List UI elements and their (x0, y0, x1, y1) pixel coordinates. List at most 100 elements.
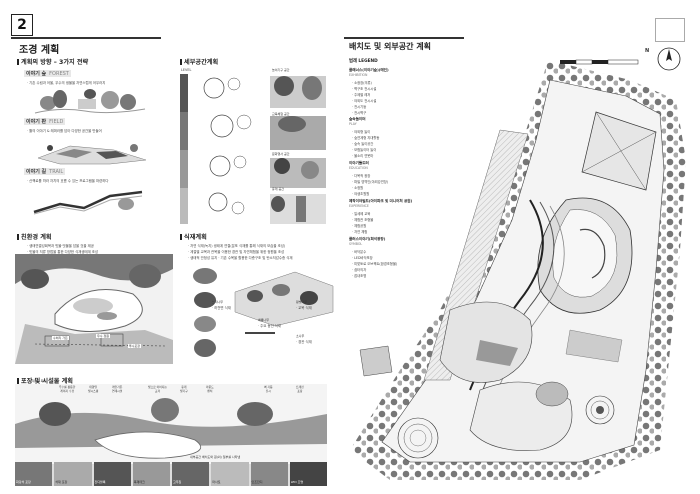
paving-swatch-2: 석재 포장 (54, 462, 92, 486)
paving-swatch-1: 화강석 포장 (15, 462, 53, 486)
north-arrow-icon (657, 47, 681, 71)
species-name-3: 왕벚나무 (296, 300, 308, 304)
legend-item-3-4: · 야생초원원 (352, 192, 370, 196)
scale-bar (560, 59, 639, 65)
paving-caption: 내부공간 배치도와 원(외) 일부를 나타냄 (190, 455, 241, 459)
legend-item-5-1: · 바닥분수 (352, 250, 367, 254)
paving-swatch-5: 고무칩 (172, 462, 210, 486)
species-name-4: 소나무 (296, 334, 305, 338)
legend-group-4: 제작이야밀드(아이파크 및 미니어처 공원) (349, 199, 413, 203)
eco-label-1: 수처리 가든 (52, 336, 69, 340)
paving-swatch-6: 마사토 (211, 462, 249, 486)
legend-item-1-5: · 전시기둥 (352, 105, 367, 109)
planting-illustration (193, 268, 334, 357)
level-bar (180, 74, 188, 224)
paving-illustration (15, 384, 327, 486)
eco-line-2: · 빗물의 저류 방법을 통한 다양한 식재생태계 조성 (27, 250, 99, 254)
legend-item-5-3: · 미맞토로 오브젝트(환경조형물) (352, 262, 398, 266)
detail-heading: 세부공간계획 (180, 57, 218, 66)
strategy-heading: 계획의 방향 – 3가지 전략 (17, 57, 88, 66)
field-illustration (37, 144, 147, 165)
legend-group-2-sub: PLAY (349, 122, 357, 126)
species-name-1: 느티나무 (212, 300, 224, 304)
space-label-3: 문화행사 공간 (272, 152, 290, 156)
space-label-4: 휴게 공간 (272, 187, 284, 191)
legend-item-3-2: · 파빌 영역인(야외강연장) (352, 180, 389, 184)
eco-heading: 친환경 계획 (17, 232, 52, 241)
site-plan (350, 60, 686, 480)
site-plan-title: 배치도 및 외부공간 계획 (349, 42, 431, 51)
strategy-forest-desc: · 기존 수림과 어울, 우수의 생물을 자연스럽게 어우러지 (27, 81, 106, 85)
eco-label-2: 우수 정원 (96, 334, 110, 338)
paving-swatch-row: 화강석 포장 석재 포장 잔디블록 목재데크 고무칩 마사토 인조잔디 LED … (15, 462, 327, 486)
planting-line-1: · 자연 식재(녹지) 생태계 연결(분포 식재를 통해 식재의 모습을 조성) (188, 244, 286, 248)
legend-group-5-sub: SYMBOL (349, 242, 363, 246)
eco-label-3: 투수포장 (128, 344, 142, 348)
legend-item-2-4: · 모험놀이터 놀이 (352, 148, 377, 152)
title-rule (11, 37, 161, 39)
legend-item-1-6: · 전시벽구 (352, 111, 367, 115)
eco-illustration (15, 254, 173, 364)
legend-group-2: 숲속놀이터 (349, 117, 366, 121)
legend-item-1-1: · 소광장(의류) (352, 81, 372, 85)
paving-swatch-4: 목재데크 (132, 462, 170, 486)
legend-item-2-5: · 물소리 연못마 (352, 154, 374, 158)
paving-heading: 포장 및 시설물 계획 (17, 376, 73, 385)
strategy-field-desc: · 틀의 이야기 & 레퍼러를 담아 다양한 공간을 만들어 (27, 129, 102, 133)
legend-group-1: 플래너스(이야기숲)(메인) (349, 68, 389, 72)
page-title: 조경 계획 (19, 45, 60, 56)
legend-item-4-2: · 체험관 조형물 (352, 218, 374, 222)
legend-group-3: 이야기들도터 (349, 161, 369, 165)
space-label-1: 놀이기구 공간 (272, 68, 290, 72)
forest-illustration (34, 89, 146, 114)
species-name-2: 배롱나무 (258, 318, 270, 322)
legend-group-1-sub: EXHIBITION (349, 73, 368, 77)
detail-illustration (203, 76, 326, 224)
level-label: LEVEL (181, 68, 192, 72)
paving-swatch-3: 잔디블록 (93, 462, 131, 486)
legend-heading: 범례 LEGEND (349, 59, 378, 64)
paving-label-1: 재활용 목재 (32, 379, 46, 383)
legend-group-5: 플러스이야기(희석광장) (349, 237, 386, 241)
legend-item-2-3: · 숲속 놀이공간 (352, 142, 374, 146)
trail-illustration (33, 190, 143, 215)
species-note-3: · 교목 식재 (296, 306, 312, 310)
legend-item-2-2: · 숲연계형 지대활동 (352, 136, 380, 140)
species-note-4: · 경관 식재 (296, 340, 312, 344)
space-label-2: 교육체험 공간 (272, 112, 290, 116)
planting-line-3: · 생태적 안정성 유지 · 기존 수목을 활용한 다층구조 및 탄소저감수종 … (188, 256, 293, 260)
legend-item-5-5: · 잡내조명 (352, 274, 367, 278)
planting-line-2: · 계절별 교목과 관목을 이용한 경관 및 자연체험을 위한 정원을 조성 (188, 250, 285, 254)
page-number: 2 (11, 14, 33, 36)
paving-swatch-8: LED 조명 (289, 462, 327, 486)
planting-heading: 식재계획 (180, 232, 207, 241)
legend-item-1-2: · 벽구조 전시시설 (352, 87, 377, 91)
legend-item-3-1: · 다목적 광장 (352, 174, 371, 178)
eco-line-1: · 생태연결성회복과 빗물·빗물을 담을 것을 제공 (27, 244, 94, 248)
corner-box (655, 18, 685, 42)
legend-item-1-4: · 야외도 전시시설 (352, 99, 377, 103)
legend-group-4-sub: EXPERIENCE (349, 204, 369, 208)
legend-item-2-1: · 야외형 놀이 (352, 130, 371, 134)
strategy-trail-desc: · 산책로를 따라 자치의 흐름 수 있는 프로그램을 마련하다 (27, 179, 109, 183)
legend-item-4-4: · 자연 체험 (352, 230, 368, 234)
site-plan-rule (344, 37, 464, 39)
legend-item-4-1: · 일세에 교육 (352, 212, 371, 216)
species-note-1: · 하천변 식재 (212, 306, 231, 310)
legend-item-4-3: · 체험공원 (352, 224, 367, 228)
legend-item-5-2: · LED바닥포장 (352, 256, 373, 260)
species-note-2: · 주요 동선 식재 (258, 324, 282, 328)
north-label: N (645, 48, 650, 54)
